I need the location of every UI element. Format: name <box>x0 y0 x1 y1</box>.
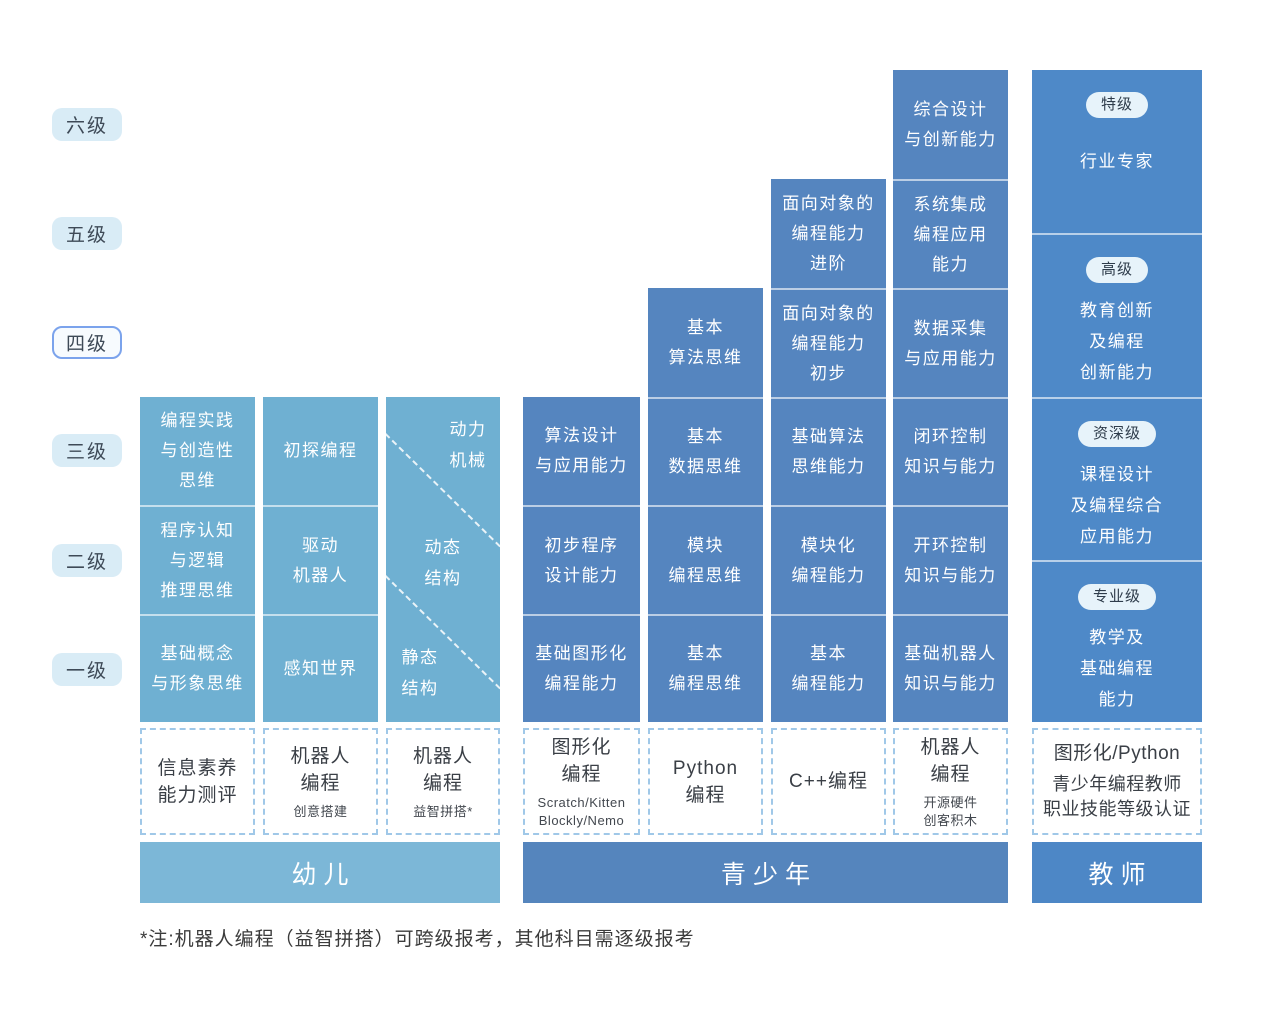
teacher-block-expert: 特级 行业专家 <box>1032 70 1202 233</box>
label-title: 图形化/Python <box>1053 742 1181 764</box>
label-title: 图形化 编程 <box>551 736 612 785</box>
cell-graphical-l1: 基础图形化 编程能力 <box>523 614 640 722</box>
cell-robot-puzzle-mid: 动态 结构 <box>424 538 462 588</box>
cell-robot-hw-l3: 闭环控制 知识与能力 <box>893 397 1008 505</box>
cell-cpp-l5: 面向对象的 编程能力 进阶 <box>771 179 886 288</box>
cell-cpp-l2: 模块化 编程能力 <box>771 505 886 614</box>
teacher-block-advanced: 高级 教育创新 及编程 创新能力 <box>1032 233 1202 397</box>
label-title: 机器人 编程 <box>412 745 473 794</box>
label-graphical: 图形化 编程 Scratch/Kitten Blockly/Nemo <box>523 728 640 835</box>
cell-robot-build-l2: 驱动 机器人 <box>263 505 378 614</box>
label-sub: 创意搭建 <box>293 803 348 819</box>
cell-python-l1: 基本 编程思维 <box>648 614 763 722</box>
cell-cpp-l4: 面向对象的 编程能力 初步 <box>771 288 886 397</box>
cell-assessment-l3: 编程实践 与创造性 思维 <box>140 397 255 505</box>
label-sub: 青少年编程教师 职业技能等级认证 <box>1043 773 1191 819</box>
label-cpp: C++编程 <box>771 728 886 835</box>
cell-python-l2: 模块 编程思维 <box>648 505 763 614</box>
teacher-grade-text: 教学及 基础编程 能力 <box>1080 628 1154 709</box>
cell-assessment-l1: 基础概念 与形象思维 <box>140 614 255 722</box>
label-sub: 开源硬件 创客积木 <box>923 794 978 828</box>
label-assessment: 信息素养 能力测评 <box>140 728 255 835</box>
teacher-block-professional: 专业级 教学及 基础编程 能力 <box>1032 560 1202 722</box>
cell-robot-puzzle-block <box>386 397 500 722</box>
cell-graphical-l2: 初步程序 设计能力 <box>523 505 640 614</box>
label-sub: Scratch/Kitten Blockly/Nemo <box>537 794 626 828</box>
level-2-badge: 二级 <box>52 544 122 577</box>
cell-cpp-l3: 基础算法 思维能力 <box>771 397 886 505</box>
cell-python-l4: 基本 算法思维 <box>648 288 763 397</box>
teacher-grade-badge: 高级 <box>1085 257 1148 283</box>
cell-assessment-l2: 程序认知 与逻辑 推理思维 <box>140 505 255 614</box>
teacher-grade-text: 教育创新 及编程 创新能力 <box>1080 301 1154 382</box>
label-title: Python 编程 <box>672 757 739 806</box>
label-teacher-cert: 图形化/Python 青少年编程教师 职业技能等级认证 <box>1032 728 1202 835</box>
label-title: 机器人 编程 <box>920 736 981 785</box>
section-bar-kids: 幼儿 <box>140 842 500 903</box>
level-5-badge: 五级 <box>52 217 122 250</box>
level-6-badge: 六级 <box>52 108 122 141</box>
teacher-grade-text: 行业专家 <box>1080 152 1154 171</box>
cell-robot-hw-l4: 数据采集 与应用能力 <box>893 288 1008 397</box>
cell-robot-hw-l5: 系统集成 编程应用 能力 <box>893 179 1008 288</box>
teacher-block-senior: 资深级 课程设计 及编程综合 应用能力 <box>1032 397 1202 560</box>
cell-python-l3: 基本 数据思维 <box>648 397 763 505</box>
cell-robot-hw-l1: 基础机器人 知识与能力 <box>893 614 1008 722</box>
label-title: 机器人 编程 <box>290 745 351 794</box>
cell-robot-build-l1: 感知世界 <box>263 614 378 722</box>
footnote: *注:机器人编程（益智拼搭）可跨级报考，其他科目需逐级报考 <box>140 929 695 950</box>
label-robot-build: 机器人 编程 创意搭建 <box>263 728 378 835</box>
label-robot-hw: 机器人 编程 开源硬件 创客积木 <box>893 728 1008 835</box>
teacher-grade-badge: 特级 <box>1085 92 1148 118</box>
label-title: C++编程 <box>789 771 868 792</box>
cell-robot-puzzle-top: 动力 机械 <box>449 420 487 470</box>
teacher-grade-text: 课程设计 及编程综合 应用能力 <box>1070 465 1164 546</box>
section-bar-teacher: 教师 <box>1032 842 1202 903</box>
label-title: 信息素养 能力测评 <box>157 757 238 806</box>
label-python: Python 编程 <box>648 728 763 835</box>
label-robot-puzzle: 机器人 编程 益智拼搭* <box>386 728 500 835</box>
cell-robot-hw-l2: 开环控制 知识与能力 <box>893 505 1008 614</box>
cell-robot-puzzle-bottom: 静态 结构 <box>401 648 439 698</box>
level-3-badge: 三级 <box>52 434 122 467</box>
cell-graphical-l3: 算法设计 与应用能力 <box>523 397 640 505</box>
level-1-badge: 一级 <box>52 653 122 686</box>
label-sub: 益智拼搭* <box>413 803 473 819</box>
teacher-grade-badge: 专业级 <box>1077 584 1156 610</box>
cell-robot-hw-l6: 综合设计 与创新能力 <box>893 70 1008 179</box>
section-bar-youth: 青少年 <box>523 842 1008 903</box>
teacher-grade-badge: 资深级 <box>1077 421 1156 447</box>
cell-cpp-l1: 基本 编程能力 <box>771 614 886 722</box>
cell-robot-build-l3: 初探编程 <box>263 397 378 505</box>
level-4-badge-selected: 四级 <box>52 326 122 359</box>
